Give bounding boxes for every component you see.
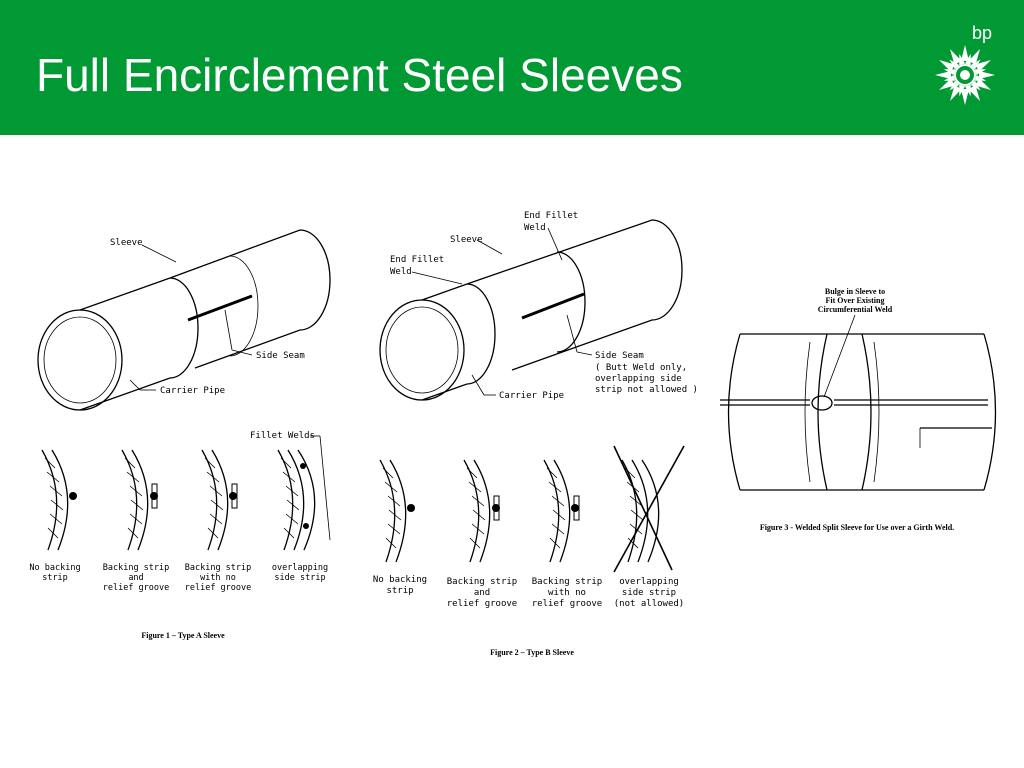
figure-1-caption: Figure 1 – Type A Sleeve [141, 631, 225, 640]
fig1-weld-detail-4 [277, 449, 316, 551]
fig1-sleeve-label: Sleeve [110, 238, 143, 248]
svg-text:relief groove: relief groove [447, 599, 517, 609]
bp-logo-text: bp [972, 23, 993, 43]
svg-text:(not allowed): (not allowed) [614, 599, 684, 609]
svg-text:relief groove: relief groove [185, 583, 252, 593]
fig2-carrier-pipe-label: Carrier Pipe [499, 391, 564, 401]
svg-text:Backing strip: Backing strip [185, 563, 252, 573]
slide-title: Full Encirclement Steel Sleeves [36, 49, 683, 101]
fig3-note-line-3: Circumferential Weld [818, 305, 893, 314]
fig2-side-seam-label: Side Seam [595, 351, 644, 361]
fig2-weld-detail-2 [463, 459, 500, 563]
svg-text:and: and [474, 588, 490, 598]
fig3-note-line-1: Bulge in Sleeve to [825, 287, 885, 296]
svg-text:Backing strip: Backing strip [447, 577, 517, 587]
fig2-end-fillet-weld-left-label: End Fillet [390, 255, 444, 265]
figure-1-type-a-sleeve: Sleeve Side Seam Carrier Pipe Fillet Wel… [29, 229, 331, 640]
svg-text:No backing: No backing [29, 563, 80, 573]
svg-text:with no: with no [200, 573, 236, 583]
fig1-carrier-pipe-label: Carrier Pipe [160, 386, 225, 396]
fig1-weld-detail-3 [201, 449, 238, 551]
type-b-pipe-drawing [379, 219, 683, 401]
fig2-side-seam-label-4: strip not allowed ) [595, 385, 698, 395]
fig2-detail-captions: No backing strip Backing strip and relie… [373, 575, 684, 609]
fig1-detail-captions: No backing strip Backing strip and relie… [29, 563, 328, 593]
slide-header: Full Encirclement Steel Sleeves bp [0, 0, 1024, 135]
fig1-side-seam-label: Side Seam [256, 351, 305, 361]
fig2-end-fillet-weld-top-label: End Fillet [524, 211, 578, 221]
figure-2-caption: Figure 2 – Type B Sleeve [490, 648, 574, 657]
fig2-weld-detail-3 [543, 459, 580, 563]
fig2-side-seam-label-2: ( Butt Weld only, [595, 363, 687, 373]
fig2-sleeve-label: Sleeve [450, 235, 483, 245]
svg-text:Backing strip: Backing strip [103, 563, 170, 573]
fig1-weld-detail-2 [121, 449, 158, 551]
figure-3-caption: Figure 3 - Welded Split Sleeve for Use o… [760, 523, 954, 532]
svg-text:strip: strip [42, 573, 68, 583]
figure-3-welded-split-sleeve: Bulge in Sleeve to Fit Over Existing Cir… [720, 287, 997, 532]
fig2-end-fillet-weld-top-label-2: Weld [524, 223, 546, 233]
svg-text:side strip: side strip [274, 573, 325, 583]
svg-text:Backing strip: Backing strip [532, 577, 602, 587]
svg-text:strip: strip [386, 586, 413, 596]
svg-text:relief groove: relief groove [532, 599, 602, 609]
fig2-side-seam-label-3: overlapping side [595, 374, 682, 384]
fig3-sleeve-drawing [720, 314, 997, 491]
fig2-end-fillet-weld-left-label-2: Weld [390, 267, 412, 277]
fig2-weld-detail-4-not-allowed [613, 445, 685, 573]
svg-text:and: and [128, 573, 143, 583]
svg-text:overlapping: overlapping [272, 563, 328, 573]
fig1-weld-detail-1 [41, 449, 77, 551]
svg-text:side strip: side strip [622, 588, 676, 598]
fig3-note-line-2: Fit Over Existing [826, 296, 885, 305]
fig1-fillet-welds-label: Fillet Welds [250, 431, 315, 441]
svg-text:with no: with no [548, 588, 586, 598]
svg-text:relief groove: relief groove [103, 583, 170, 593]
type-a-pipe-drawing [37, 229, 331, 411]
figure-2-type-b-sleeve: End Fillet Weld Sleeve End Fillet Weld S… [373, 211, 698, 657]
svg-text:No backing: No backing [373, 575, 427, 585]
svg-text:overlapping: overlapping [619, 577, 679, 587]
bp-helios-logo-icon [935, 45, 995, 105]
fig2-weld-detail-1 [379, 459, 415, 563]
